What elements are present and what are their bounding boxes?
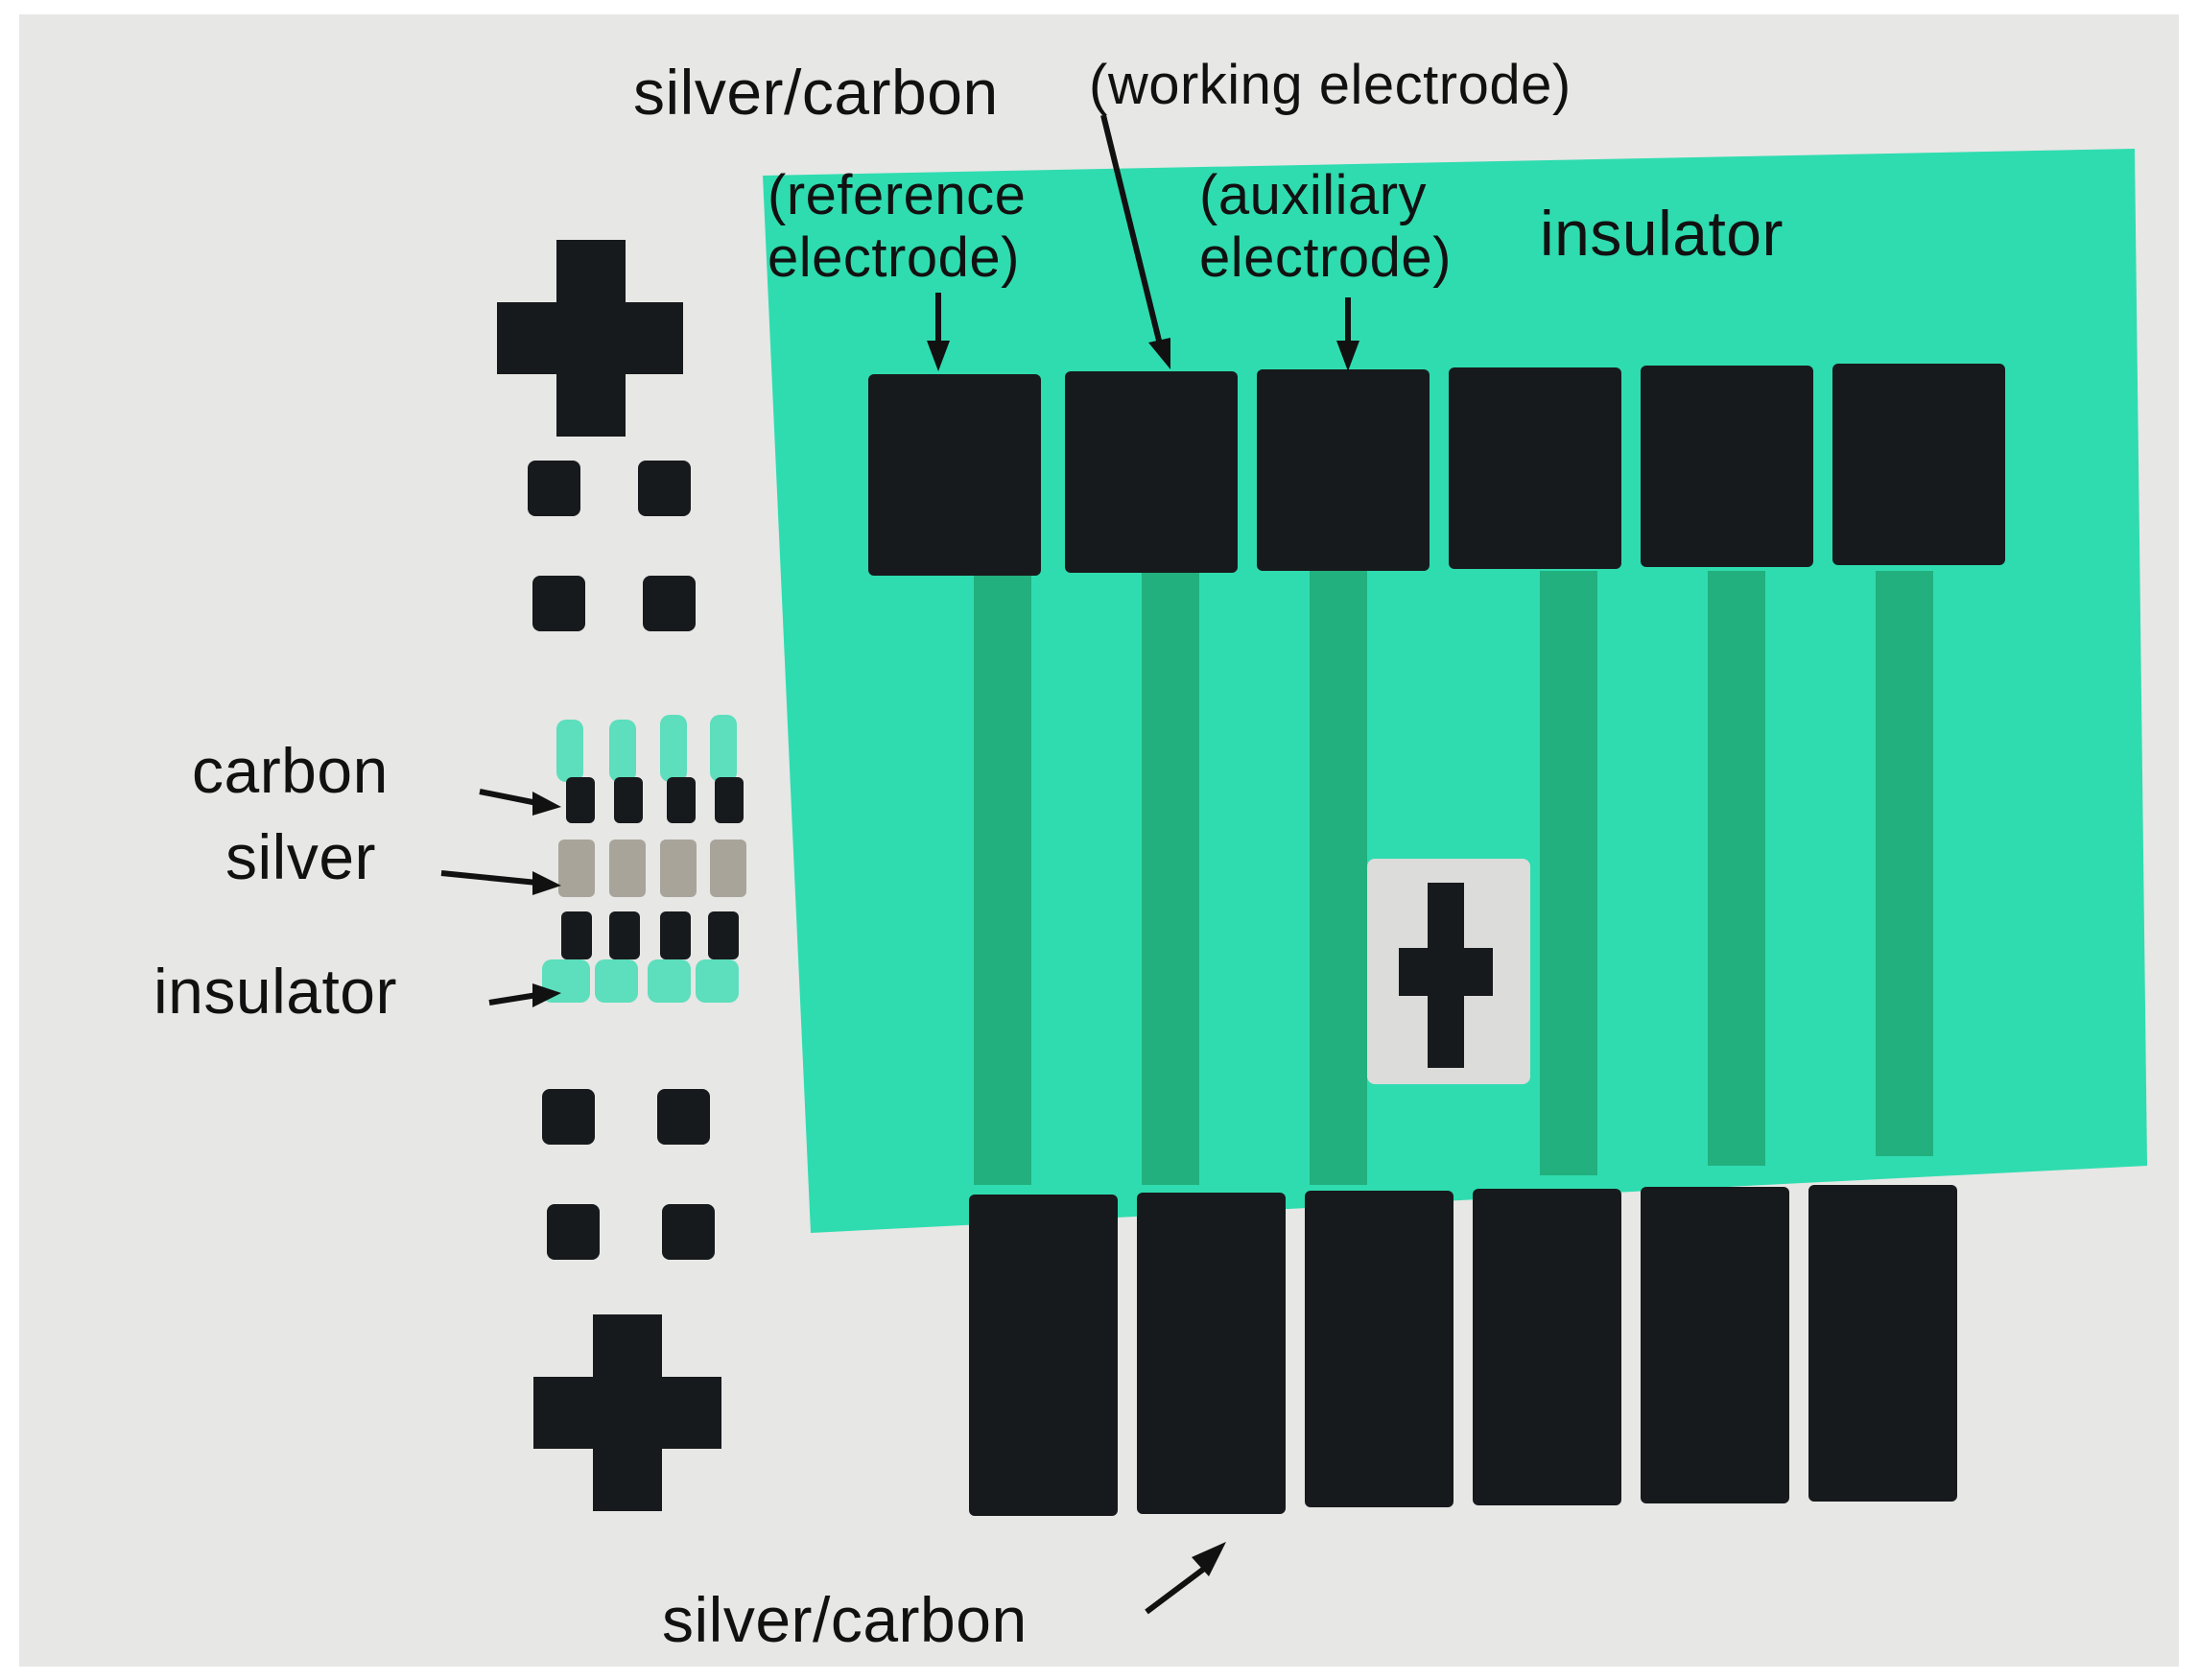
carbon-square [614,777,643,823]
cross-mark [533,1314,721,1511]
bottom-contact-pads [969,1185,1957,1516]
contact-pad [1641,1187,1789,1503]
insulator-test-stripe [696,959,739,1003]
trace [1876,571,1933,1156]
square-mark [542,1089,595,1145]
square-mark [528,461,580,516]
electrode-pad [1257,369,1430,571]
trace [1540,571,1597,1175]
contact-pad [1305,1191,1454,1507]
reference-electrode-label-line2: electrode) [768,226,1020,289]
cross-mark [497,240,683,437]
square-mark [662,1204,715,1260]
trace [1708,571,1765,1166]
electrode-photo: silver/carbon (working electrode) (refer… [19,14,2179,1667]
contact-pad [1808,1185,1957,1502]
arrow-head [1192,1542,1226,1576]
arrow-head [532,871,561,895]
arrow [1100,114,1164,349]
silver-square [609,840,646,897]
silver-square [660,840,697,897]
arrow-head [1336,341,1359,371]
electrode-pad [1832,364,2005,565]
trace [974,571,1031,1185]
contact-pad [969,1195,1118,1516]
arrow-head [1148,338,1170,369]
arrow [1145,1566,1206,1615]
electrode-pad [1449,367,1621,569]
insulator-test-stripe [710,715,737,782]
bottom-silver-carbon-label: silver/carbon [662,1584,1028,1655]
insulator-test-stripe [556,720,583,782]
carbon-label: carbon [192,735,389,806]
square-mark [547,1204,600,1260]
insulator-test-stripe [660,715,687,782]
square-mark [657,1089,710,1145]
insulator-test-stripe [648,959,691,1003]
carbon-square [609,911,640,959]
annotation-arrows [440,114,1359,1615]
carbon-square [561,911,592,959]
carbon-square [566,777,595,823]
insulator-test-stripe [609,720,636,782]
square-mark [638,461,691,516]
auxiliary-electrode-label-line2: electrode) [1199,226,1452,289]
trace [1310,571,1367,1185]
conductive-traces [974,571,1933,1185]
printed-electrode-scene [19,14,2179,1667]
center-cross-mark [1399,883,1493,1068]
top-electrode-pads [868,364,2005,576]
arrow-head [532,792,561,816]
insulator-test-stripe [595,959,638,1003]
square-mark [643,576,696,631]
electrode-pad [1641,366,1813,567]
arrow [440,870,538,886]
square-mark [532,576,585,631]
trace [1142,571,1199,1185]
arrow-head [927,341,950,371]
reference-electrode-label-line1: (reference [768,164,1027,226]
insulator-top-label: insulator [1540,198,1784,269]
silver-square [558,840,595,897]
arrow [488,992,538,1006]
layer-test-strip [542,715,746,1003]
registration-marks [497,240,721,1511]
electrode-pad [868,374,1041,576]
working-electrode-label: (working electrode) [1089,54,1572,116]
contact-pad [1473,1189,1621,1505]
auxiliary-electrode-label-line1: (auxiliary [1199,164,1428,226]
carbon-square [715,777,744,823]
electrode-pad [1065,371,1238,573]
silver-label: silver [225,821,377,892]
silver-square [710,840,746,897]
insulator-left-label: insulator [154,956,397,1027]
arrow [479,789,538,806]
carbon-square [667,777,696,823]
arrow-head [532,983,561,1007]
carbon-square [708,911,739,959]
contact-pad [1137,1193,1286,1514]
top-silver-carbon-label: silver/carbon [633,57,999,128]
carbon-square [660,911,691,959]
